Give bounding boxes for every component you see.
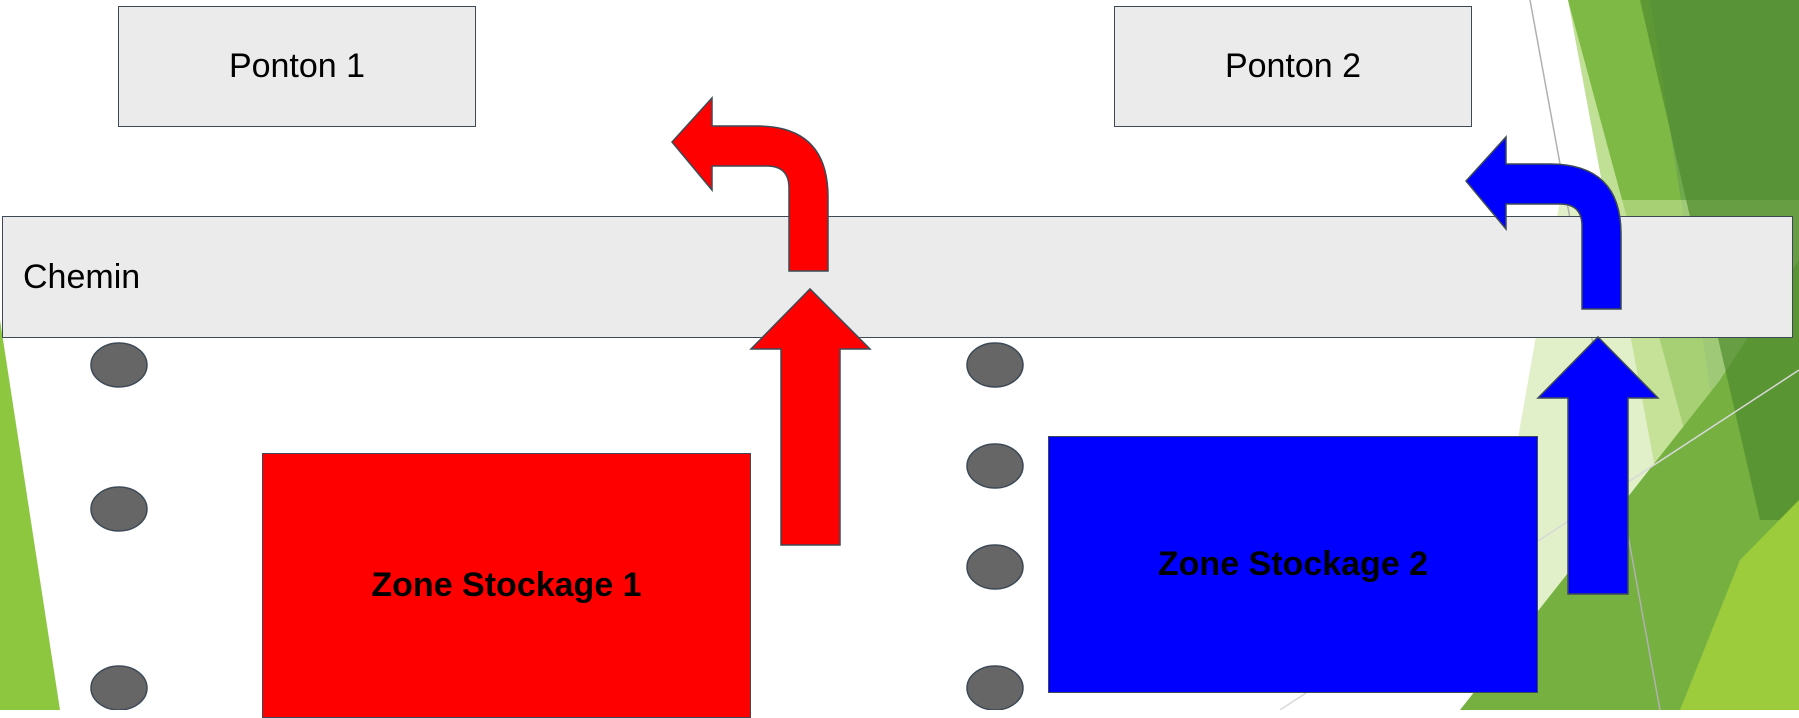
ponton-1-box: Ponton 1 <box>118 6 476 127</box>
ponton-1-label: Ponton 1 <box>228 47 366 85</box>
zone-stockage-1-label: Zone Stockage 1 <box>371 566 642 604</box>
bollard-icon <box>966 342 1024 388</box>
bollard-icon <box>966 544 1024 590</box>
left-turn-arrow-icon <box>1465 135 1622 310</box>
bollard-icon <box>90 486 148 532</box>
chemin-label: Chemin <box>23 257 141 296</box>
zone-stockage-2-label: Zone Stockage 2 <box>1157 545 1429 583</box>
bollard-icon <box>90 665 148 710</box>
chemin-path: Chemin <box>2 216 1793 338</box>
zone-stockage-2: Zone Stockage 2 <box>1048 436 1538 693</box>
up-arrow-icon <box>1536 335 1660 595</box>
green-facet <box>1460 260 1799 710</box>
up-arrow-icon <box>749 287 872 546</box>
green-facet <box>1680 500 1799 710</box>
zone-stockage-1: Zone Stockage 1 <box>262 453 751 718</box>
left-turn-arrow-icon <box>671 96 829 272</box>
bollard-icon <box>966 443 1024 489</box>
ponton-2-label: Ponton 2 <box>1224 47 1362 85</box>
ponton-2-box: Ponton 2 <box>1114 6 1472 127</box>
bollard-icon <box>966 665 1024 710</box>
green-facet <box>0 320 60 710</box>
bollard-icon <box>90 342 148 388</box>
